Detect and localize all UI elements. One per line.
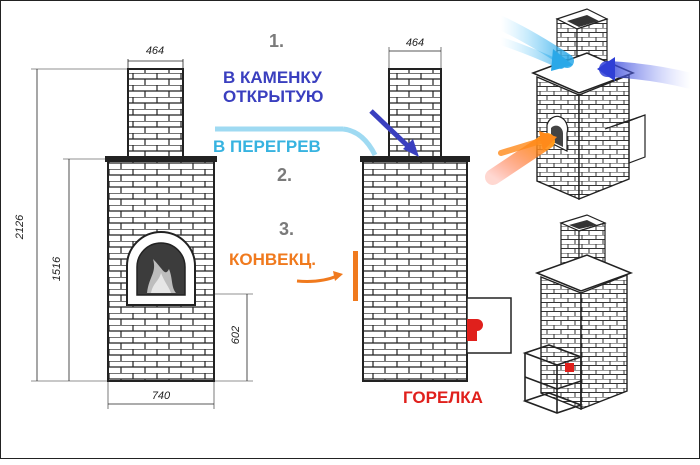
- arrow-konvekc-head: [333, 271, 343, 281]
- dim-top-width-mid: 464: [406, 37, 424, 49]
- dim-total-height: 2126: [14, 214, 26, 240]
- iso-bottom-body-left: [540, 275, 582, 411]
- iso-top-body-right: [578, 73, 630, 201]
- label-gorelka: ГОРЕЛКА: [403, 388, 483, 407]
- iso-bottom-body-right: [580, 273, 628, 411]
- navy-airflow-icon: [597, 57, 699, 89]
- blue-airflow-icon: [494, 16, 574, 71]
- iso-burner-icon: [565, 363, 574, 372]
- flame-inner-icon: [151, 273, 171, 293]
- left-cap: [105, 156, 217, 162]
- iso-burner-frame: [522, 344, 584, 414]
- label-peregrev: В ПЕРЕГРЕВ: [213, 137, 321, 156]
- fire-airflow-icon: [485, 131, 557, 185]
- left-chimney: [127, 68, 184, 160]
- mid-body: [362, 158, 468, 382]
- dim-top-width-left: 464: [146, 45, 164, 57]
- dim-firebox-height: 602: [230, 326, 242, 344]
- konvekc-marker: [353, 251, 358, 301]
- dim-base-width: 740: [152, 390, 171, 402]
- left-stove-elevation: 464 2126 1516 602 740: [14, 45, 253, 409]
- iso-stove-top: [485, 8, 699, 201]
- label-konvekc: КОНВЕКЦ.: [229, 250, 316, 269]
- mid-burner-icon: [467, 319, 483, 341]
- arrow-konvekc: [296, 274, 338, 283]
- dim-body-height: 1516: [51, 256, 63, 281]
- annotations: 1. В КАМЕНКУ ОТКРЫТУЮ В ПЕРЕГРЕВ 2. 3. К…: [213, 31, 483, 407]
- label-kamenka-line1: В КАМЕНКУ: [223, 68, 322, 87]
- mid-cap: [360, 156, 470, 162]
- arrow-kamenka: [369, 109, 415, 153]
- label-number-1: 1.: [269, 31, 284, 51]
- label-kamenka-line2: ОТКРЫТУЮ: [223, 87, 323, 106]
- arrow-peregrev-curve: [342, 126, 378, 157]
- arrow-kamenka-head: [403, 139, 419, 157]
- label-number-2: 2.: [277, 165, 292, 185]
- label-number-3: 3.: [279, 219, 294, 239]
- iso-stove-bottom: [522, 214, 634, 414]
- middle-stove-elevation: 464: [360, 37, 512, 382]
